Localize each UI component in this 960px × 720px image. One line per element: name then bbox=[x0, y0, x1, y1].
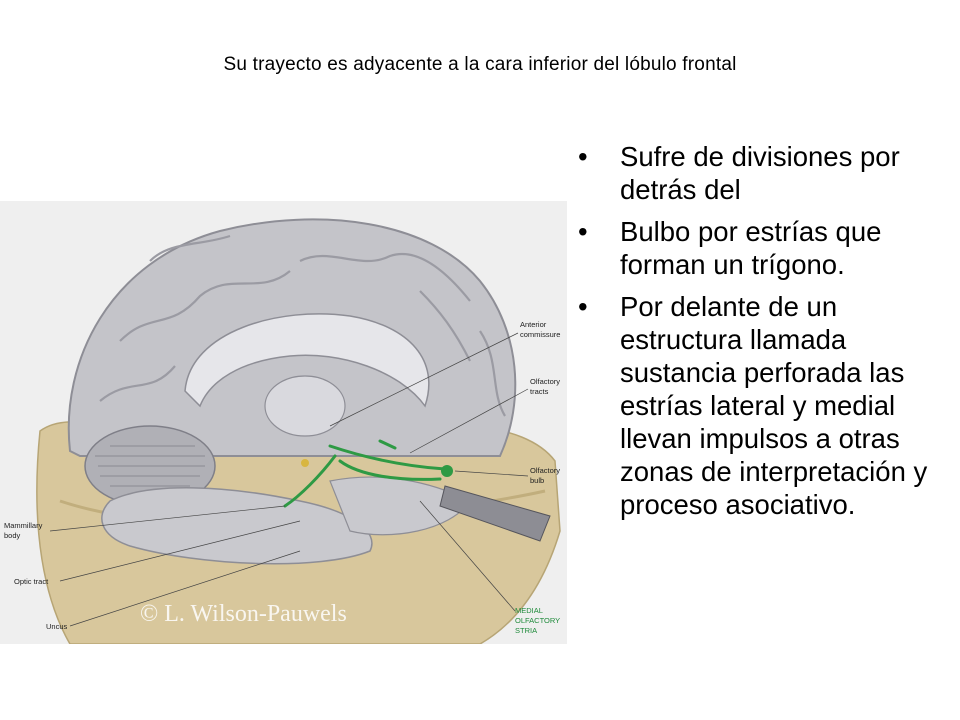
label-mammillary-body: Mammillary bbox=[4, 521, 43, 530]
label-olfactory-tracts: Olfactory bbox=[530, 377, 560, 386]
bullet-text: Por delante de un estructura llamada sus… bbox=[620, 291, 928, 520]
bullet-glyph: • bbox=[578, 291, 588, 322]
thalamus bbox=[264, 375, 346, 437]
bullet-item: • Bulbo por estrías que forman un trígon… bbox=[578, 215, 938, 281]
bullet-item: • Sufre de divisiones por detrás del bbox=[578, 140, 938, 206]
bullet-list: • Sufre de divisiones por detrás del • B… bbox=[578, 140, 938, 530]
copyright-watermark: © L. Wilson-Pauwels bbox=[140, 601, 347, 627]
bullet-glyph: • bbox=[578, 141, 588, 172]
bullet-text: Bulbo por estrías que forman un trígono. bbox=[620, 216, 882, 280]
label-medial-stria-2: OLFACTORY bbox=[515, 616, 560, 625]
bullet-item: • Por delante de un estructura llamada s… bbox=[578, 290, 938, 521]
olfactory-pathway bbox=[283, 439, 447, 508]
retractor bbox=[439, 485, 551, 542]
brain-illustration: Anterior commissure Olfactory tracts Olf… bbox=[0, 201, 567, 644]
label-anterior-commissure-2: commissure bbox=[520, 330, 560, 339]
label-medial-stria-3: STRIA bbox=[515, 626, 537, 635]
label-olfactory-bulb-2: bulb bbox=[530, 476, 544, 485]
corpus-callosum bbox=[184, 313, 430, 408]
label-mammillary-body-2: body bbox=[4, 531, 21, 540]
label-medial-stria: MEDIAL bbox=[515, 606, 543, 615]
label-olfactory-tracts-2: tracts bbox=[530, 387, 549, 396]
label-anterior-commissure: Anterior bbox=[520, 320, 547, 329]
temporal-lobe bbox=[101, 487, 373, 565]
bullet-text: Sufre de divisiones por detrás del bbox=[620, 141, 900, 205]
label-uncus: Uncus bbox=[46, 622, 68, 631]
label-olfactory-bulb: Olfactory bbox=[530, 466, 560, 475]
label-optic-tract: Optic tract bbox=[14, 577, 49, 586]
bullet-glyph: • bbox=[578, 216, 588, 247]
slide-title: Su trayecto es adyacente a la cara infer… bbox=[223, 54, 737, 75]
